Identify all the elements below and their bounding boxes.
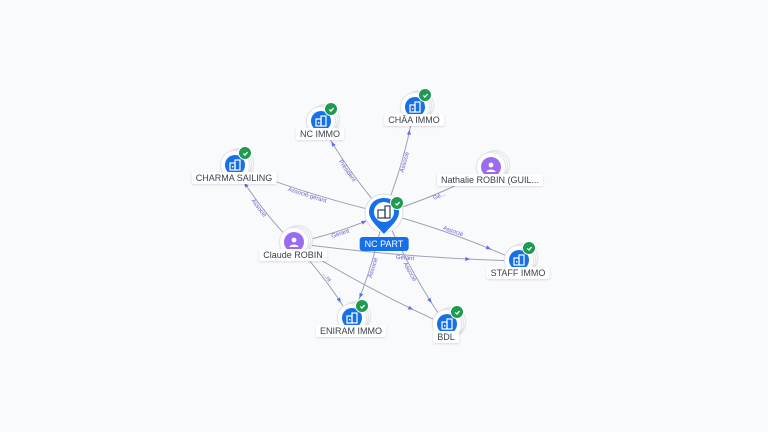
verified-check-icon xyxy=(390,196,404,210)
node-eniram-immo[interactable]: ENIRAM IMMO xyxy=(316,299,386,337)
node-label: ENIRAM IMMO xyxy=(316,325,386,337)
edge-label: Président xyxy=(337,159,357,183)
person-icon xyxy=(481,157,501,177)
center-node-label: NC PART xyxy=(359,237,409,251)
node-staff-immo[interactable]: STAFF IMMO xyxy=(486,241,550,279)
node-claude-robin[interactable]: Claude ROBIN xyxy=(259,225,327,261)
edge-arrow-icon xyxy=(359,292,364,299)
node-bdl[interactable]: BDL xyxy=(430,305,466,343)
edge-arrow-icon xyxy=(407,305,414,310)
edge-label: Gérant xyxy=(331,228,351,240)
edge-arrow-icon xyxy=(406,129,411,135)
verified-check-icon xyxy=(355,299,369,313)
node-label: NC IMMO xyxy=(296,128,344,140)
node-label: Claude ROBIN xyxy=(259,249,327,261)
edge-arrow-icon xyxy=(336,297,341,303)
verified-check-icon xyxy=(238,146,252,160)
company-building-icon xyxy=(225,155,245,175)
node-nc-immo[interactable]: NC IMMO xyxy=(296,102,344,140)
center-node-nc-part[interactable]: NC PART xyxy=(359,193,409,251)
node-label: Nathalie ROBIN (GUIL... xyxy=(436,174,544,186)
node-label: BDL xyxy=(433,331,459,343)
edge-label: Associé xyxy=(250,198,268,219)
company-building-icon xyxy=(509,250,529,270)
company-building-icon xyxy=(437,314,457,334)
edge-arrow-icon xyxy=(361,220,367,225)
edge-label: Gé... xyxy=(432,191,447,202)
edge-label: Associé-gérant xyxy=(287,187,327,205)
node-label: CHÂA IMMO xyxy=(384,114,444,126)
edge-arrow-icon xyxy=(331,141,336,147)
company-building-icon xyxy=(377,205,391,219)
edge-label: Associé xyxy=(400,151,412,173)
node-chaa-immo[interactable]: CHÂA IMMO xyxy=(384,88,444,126)
edge-claude-robin-staff-immo xyxy=(292,242,519,262)
edge-label: Gérant xyxy=(396,255,415,262)
company-building-icon xyxy=(405,97,425,117)
edge-label: ...nt xyxy=(321,272,332,284)
edge-label: Associé xyxy=(402,262,418,284)
node-nathalie-robin[interactable]: Nathalie ROBIN (GUIL... xyxy=(436,150,544,186)
node-charma-sailing[interactable]: CHARMA SAILING xyxy=(191,146,277,184)
node-label: CHARMA SAILING xyxy=(191,172,277,184)
verified-check-icon xyxy=(418,88,432,102)
company-building-icon xyxy=(311,111,331,131)
edge-arrow-icon xyxy=(485,245,492,250)
verified-check-icon xyxy=(450,305,464,319)
edge-arrow-icon xyxy=(465,257,471,262)
verified-check-icon xyxy=(324,102,338,116)
node-label: STAFF IMMO xyxy=(486,267,550,279)
company-building-icon xyxy=(342,308,362,328)
verified-check-icon xyxy=(522,241,536,255)
edge-arrow-icon xyxy=(427,297,432,304)
edge-label: Associé xyxy=(442,226,464,239)
person-icon xyxy=(284,232,304,252)
